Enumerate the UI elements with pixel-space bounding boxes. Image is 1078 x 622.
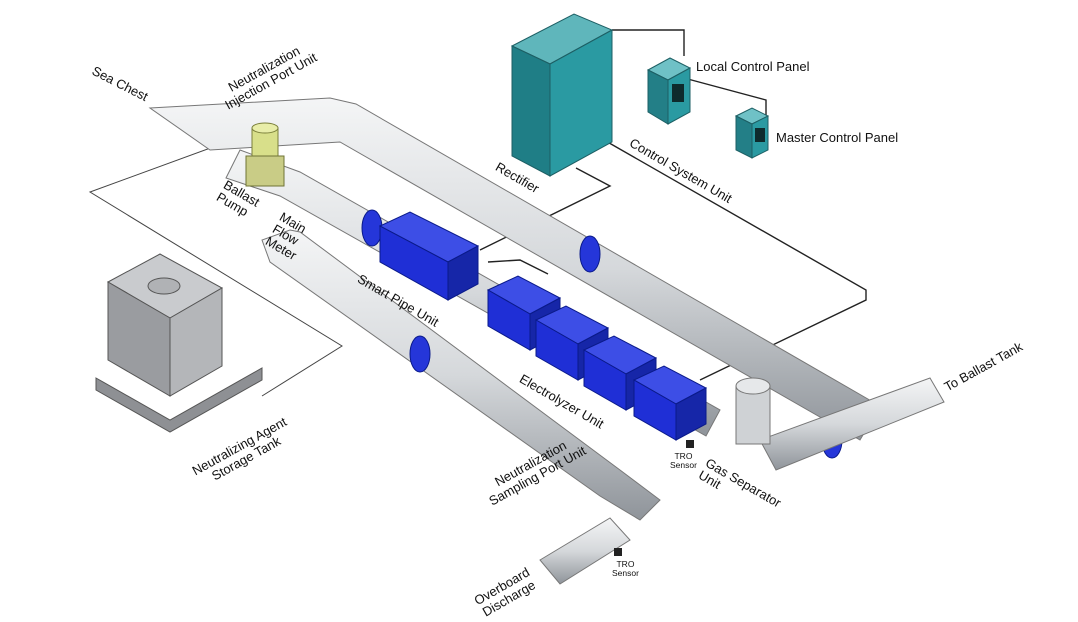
master-control-panel-label: Master Control Panel: [776, 130, 899, 145]
ballast-tank-pipe: [759, 377, 945, 471]
local-control-panel-box: [646, 57, 692, 125]
gas-separator-body: [735, 377, 771, 445]
rectifier-cabinet: [510, 13, 614, 177]
electrolyzer-cells: [486, 275, 708, 441]
local-control-panel-label: Local Control Panel: [696, 59, 810, 74]
master-control-panel-box: [734, 107, 770, 159]
smart-pipe-unit-body: [378, 211, 480, 301]
storage-tank-body: [95, 253, 263, 433]
tro-sensor-label-2: TRO Sensor: [612, 559, 639, 578]
ballast-pump-body: [245, 122, 285, 187]
tro-sensor-label-1: TRO Sensor: [670, 451, 697, 470]
tro-sensor-marks: [614, 440, 694, 556]
control-wiring: [479, 29, 867, 381]
injection-line: [88, 123, 343, 397]
